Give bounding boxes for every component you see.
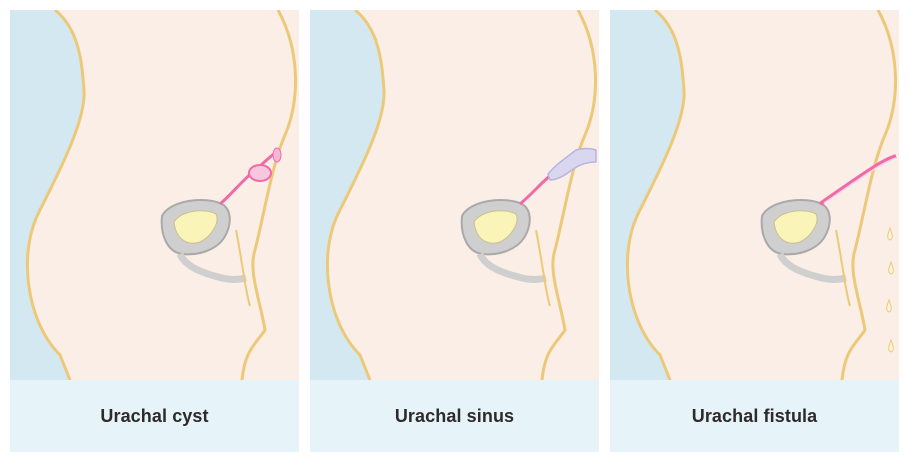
urachal-cyst — [249, 165, 271, 181]
urachal-fistula-illustration — [610, 10, 899, 380]
umbilicus — [273, 148, 281, 162]
caption-urachal-sinus: Urachal sinus — [395, 406, 514, 427]
caption-bar: Urachal fistula — [610, 380, 899, 452]
caption-bar: Urachal sinus — [310, 380, 599, 452]
caption-urachal-cyst: Urachal cyst — [100, 406, 208, 427]
panel-urachal-fistula: Urachal fistula — [610, 10, 899, 452]
panel-urachal-sinus: Urachal sinus — [310, 10, 599, 452]
urachal-cyst-illustration — [10, 10, 299, 380]
panel-urachal-cyst: Urachal cyst — [10, 10, 299, 452]
caption-urachal-fistula: Urachal fistula — [692, 406, 818, 427]
caption-bar: Urachal cyst — [10, 380, 299, 452]
urachal-sinus-illustration — [310, 10, 599, 380]
